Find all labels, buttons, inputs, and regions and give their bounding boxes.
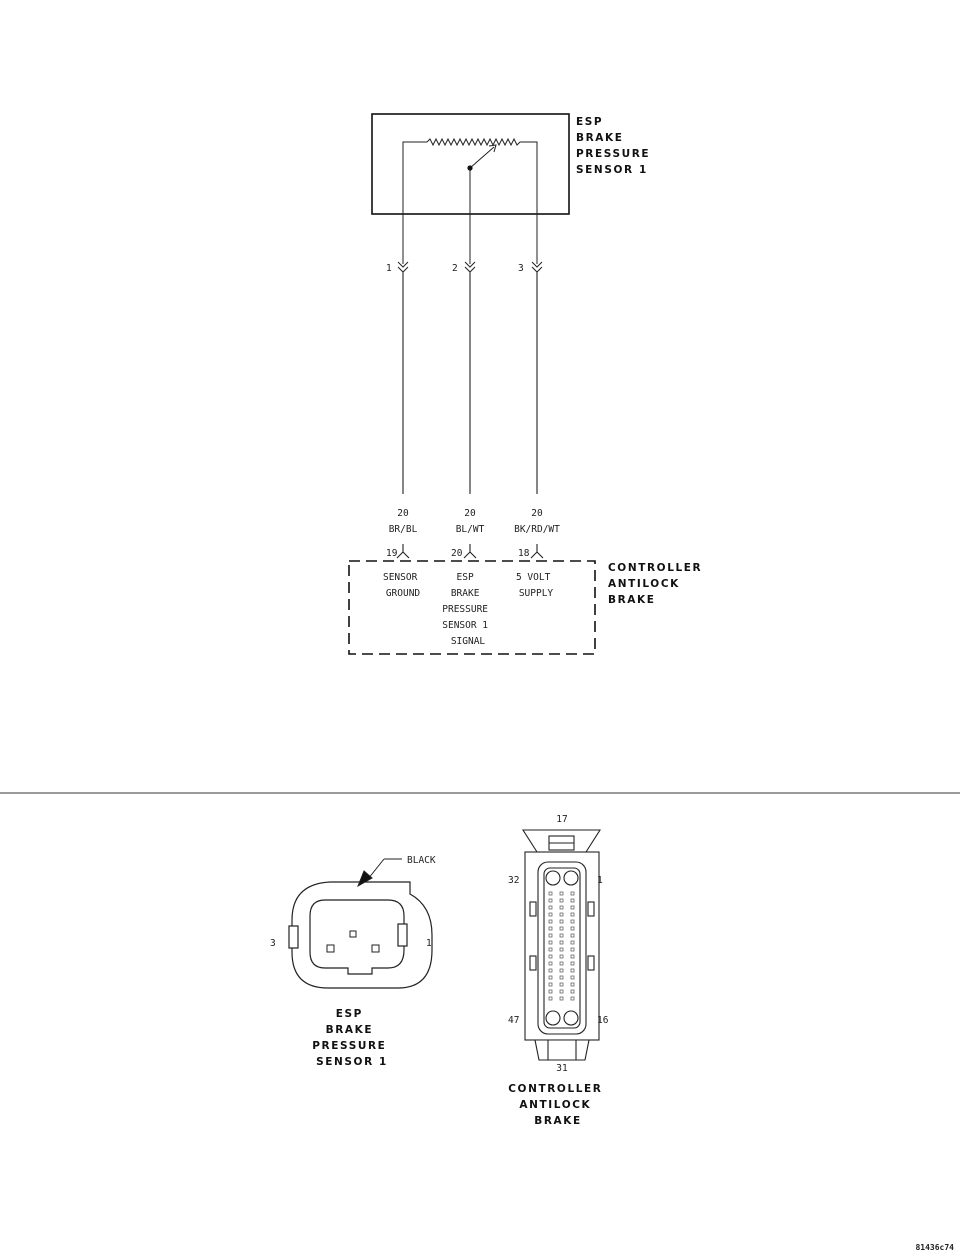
controller-view-pin-47: 47: [508, 1015, 519, 1026]
potentiometer-symbol: [402, 137, 538, 264]
sensor-title: ESP BRAKE PRESSURE SENSOR 1: [576, 116, 655, 176]
function-sensor-signal: ESP BRAKE PRESSURE SENSOR 1 SIGNAL: [442, 572, 494, 647]
wire-1-color: BR/BL: [389, 524, 418, 535]
controller-title: CONTROLLER ANTILOCK BRAKE: [608, 562, 708, 606]
function-5-volt-supply: 5 VOLT SUPPLY: [516, 572, 556, 599]
cavity-18: 18: [518, 548, 530, 559]
wire-2-color: BL/WT: [456, 524, 485, 535]
color-callout: [357, 858, 402, 888]
cavity-20: 20: [451, 548, 463, 559]
wire-3-color: BK/RD/WT: [514, 524, 560, 535]
sensor-pin-3: 3: [518, 263, 524, 274]
sensor-pin-2: 2: [452, 263, 458, 274]
controller-view-title: CONTROLLER ANTILOCK BRAKE: [508, 1083, 608, 1127]
wire-3-gauge: 20: [531, 508, 543, 519]
controller-connector-symbols: [396, 544, 544, 559]
controller-view-pin-17: 17: [556, 814, 567, 825]
controller-view-pin-31: 31: [556, 1063, 568, 1074]
sensor-view-title: ESP BRAKE PRESSURE SENSOR 1: [312, 1008, 391, 1068]
sensor-view-pin-1: 1: [426, 938, 432, 949]
wire-1-gauge: 20: [397, 508, 409, 519]
wire-2-gauge: 20: [464, 508, 476, 519]
controller-terminal-grid: [548, 891, 575, 1001]
controller-connector-view: [521, 829, 602, 1061]
controller-view-pin-1: 1: [597, 875, 603, 886]
cavity-19: 19: [386, 548, 398, 559]
wiper-dot: [467, 165, 473, 171]
circuit-wires: [402, 272, 538, 494]
connector-color-label: BLACK: [407, 855, 436, 866]
sensor-pin-1: 1: [386, 263, 392, 274]
controller-view-pin-16: 16: [597, 1015, 609, 1026]
controller-box: [348, 560, 596, 655]
function-sensor-ground: SENSOR GROUND: [383, 572, 423, 599]
controller-view-pin-32: 32: [508, 875, 519, 886]
figure-id: 81436c74: [915, 1243, 954, 1252]
sensor-view-pin-3: 3: [270, 938, 276, 949]
sensor-connector-view: [288, 881, 433, 989]
